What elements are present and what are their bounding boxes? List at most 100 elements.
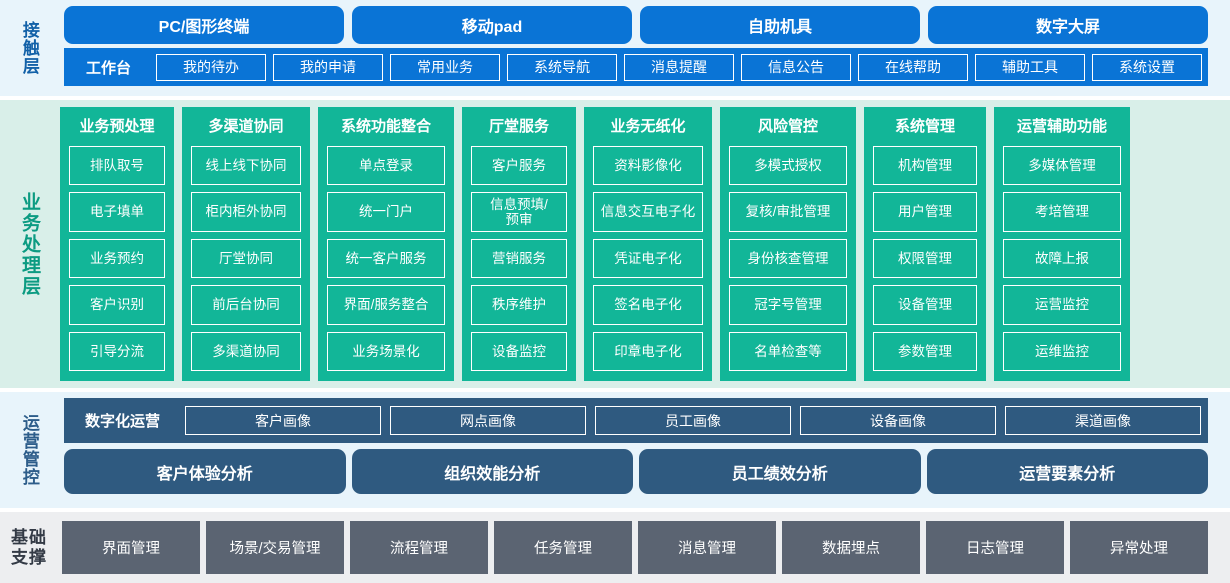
workbench-bar: 工作台 我的待办 我的申请 常用业务 系统导航 消息提醒 信息公告 在线帮助 辅… bbox=[64, 48, 1208, 86]
portrait-item-branch[interactable]: 网点画像 bbox=[390, 406, 587, 435]
biz-column-title: 厅堂服务 bbox=[488, 118, 549, 135]
biz-column-title: 系统功能整合 bbox=[340, 118, 431, 135]
channel-box-pc[interactable]: PC/图形终端 bbox=[64, 6, 344, 44]
workbench-item-announcement[interactable]: 信息公告 bbox=[741, 53, 852, 81]
layer-business-label: 业务处理层 bbox=[18, 191, 40, 297]
workbench-title: 工作台 bbox=[86, 59, 132, 77]
biz-item-fault-reporting[interactable]: 故障上报 bbox=[1003, 238, 1121, 279]
analysis-item-operation-factors[interactable]: 运营要素分析 bbox=[926, 449, 1208, 494]
foundation-item-scenario-transaction-mgmt[interactable]: 场景/交易管理 bbox=[206, 521, 344, 574]
biz-column-business-preprocessing: 业务预处理 排队取号 电子填单 业务预约 客户识别 引导分流 bbox=[60, 107, 174, 381]
biz-column-operation-support: 运营辅助功能 多媒体管理 考培管理 故障上报 运营监控 运维监控 bbox=[994, 107, 1130, 381]
layer-foundation-body: 界面管理 场景/交易管理 流程管理 任务管理 消息管理 数据埋点 日志管理 异常… bbox=[58, 512, 1230, 583]
biz-item-marketing-service[interactable]: 营销服务 bbox=[471, 238, 567, 279]
biz-item-organization-mgmt[interactable]: 机构管理 bbox=[873, 146, 977, 186]
biz-column-hall-service: 厅堂服务 客户服务 信息预填/ 预审 营销服务 秩序维护 设备监控 bbox=[462, 107, 576, 381]
foundation-item-exception-handling[interactable]: 异常处理 bbox=[1070, 521, 1208, 574]
biz-item-signature-electronic[interactable]: 签名电子化 bbox=[593, 285, 703, 325]
biz-column-title: 业务无纸化 bbox=[610, 118, 686, 135]
biz-item-hall-collab[interactable]: 厅堂协同 bbox=[191, 238, 301, 279]
analysis-item-organizational-efficiency[interactable]: 组织效能分析 bbox=[351, 449, 633, 494]
foundation-item-process-mgmt[interactable]: 流程管理 bbox=[350, 521, 488, 574]
biz-column-title: 业务预处理 bbox=[79, 118, 155, 135]
layer-ops-body: 数字化运营 客户画像 网点画像 员工画像 设备画像 渠道画像 客户体验分析 组织… bbox=[58, 392, 1230, 508]
biz-item-multimedia-mgmt[interactable]: 多媒体管理 bbox=[1003, 146, 1121, 186]
layer-ops-label: 运营管控 bbox=[19, 414, 39, 486]
foundation-item-task-mgmt[interactable]: 任务管理 bbox=[494, 521, 632, 574]
biz-item-multichannel-collab[interactable]: 多渠道协同 bbox=[191, 331, 301, 372]
biz-item-document-imaging[interactable]: 资料影像化 bbox=[593, 146, 703, 186]
analysis-item-employee-performance[interactable]: 员工绩效分析 bbox=[639, 449, 921, 494]
biz-item-business-scenarios[interactable]: 业务场景化 bbox=[327, 331, 445, 372]
foundation-item-message-mgmt[interactable]: 消息管理 bbox=[638, 521, 776, 574]
biz-item-seal-electronic[interactable]: 印章电子化 bbox=[593, 331, 703, 372]
workbench-item-message-reminder[interactable]: 消息提醒 bbox=[624, 53, 735, 81]
biz-item-customer-identification[interactable]: 客户识别 bbox=[69, 285, 165, 325]
portrait-item-employee[interactable]: 员工画像 bbox=[595, 406, 792, 435]
biz-item-appointment[interactable]: 业务预约 bbox=[69, 238, 165, 279]
biz-item-single-sign-on[interactable]: 单点登录 bbox=[327, 146, 445, 186]
biz-column-paperless-business: 业务无纸化 资料影像化 信息交互电子化 凭证电子化 签名电子化 印章电子化 bbox=[584, 107, 712, 381]
layer-contact-body: PC/图形终端 移动pad 自助机具 数字大屏 工作台 我的待办 我的申请 常用… bbox=[58, 0, 1230, 96]
channel-box-mobile-pad[interactable]: 移动pad bbox=[352, 6, 632, 44]
workbench-item-system-navigation[interactable]: 系统导航 bbox=[507, 53, 618, 81]
channel-row: PC/图形终端 移动pad 自助机具 数字大屏 bbox=[64, 6, 1208, 44]
layer-foundation-label: 基础 支撑 bbox=[11, 527, 47, 567]
biz-item-training-exam-mgmt[interactable]: 考培管理 bbox=[1003, 192, 1121, 232]
digital-operation-title: 数字化运营 bbox=[85, 413, 161, 430]
foundation-item-ui-mgmt[interactable]: 界面管理 bbox=[62, 521, 200, 574]
biz-item-device-mgmt[interactable]: 设备管理 bbox=[873, 285, 977, 325]
channel-box-self-service[interactable]: 自助机具 bbox=[640, 6, 920, 44]
biz-column-system-function-integration: 系统功能整合 单点登录 统一门户 统一客户服务 界面/服务整合 业务场景化 bbox=[318, 107, 454, 381]
biz-column-title: 风险管控 bbox=[757, 118, 818, 135]
layer-business: 业务处理层 业务预处理 排队取号 电子填单 业务预约 客户识别 引导分流 多渠道… bbox=[0, 100, 1230, 388]
channel-box-digital-screen[interactable]: 数字大屏 bbox=[928, 6, 1208, 44]
biz-item-operation-monitoring[interactable]: 运营监控 bbox=[1003, 285, 1121, 325]
portrait-item-channel[interactable]: 渠道画像 bbox=[1005, 406, 1202, 435]
biz-item-multimode-authorization[interactable]: 多模式授权 bbox=[729, 146, 847, 186]
workbench-item-online-help[interactable]: 在线帮助 bbox=[858, 53, 969, 81]
biz-item-user-mgmt[interactable]: 用户管理 bbox=[873, 192, 977, 232]
analysis-row: 客户体验分析 组织效能分析 员工绩效分析 运营要素分析 bbox=[64, 449, 1208, 494]
biz-item-watchlist-check[interactable]: 名单检查等 bbox=[729, 331, 847, 372]
workbench-item-common-business[interactable]: 常用业务 bbox=[390, 53, 501, 81]
layer-contact: 接触层 PC/图形终端 移动pad 自助机具 数字大屏 工作台 我的待办 我的申… bbox=[0, 0, 1230, 96]
biz-item-device-monitoring[interactable]: 设备监控 bbox=[471, 331, 567, 372]
layer-foundation: 基础 支撑 界面管理 场景/交易管理 流程管理 任务管理 消息管理 数据埋点 日… bbox=[0, 512, 1230, 583]
biz-item-parameter-mgmt[interactable]: 参数管理 bbox=[873, 331, 977, 372]
biz-column-title: 系统管理 bbox=[894, 118, 955, 135]
biz-item-guidance-diversion[interactable]: 引导分流 bbox=[69, 331, 165, 372]
biz-item-serial-number-mgmt[interactable]: 冠字号管理 bbox=[729, 285, 847, 325]
biz-item-order-maintenance[interactable]: 秩序维护 bbox=[471, 285, 567, 325]
biz-column-system-management: 系统管理 机构管理 用户管理 权限管理 设备管理 参数管理 bbox=[864, 107, 986, 381]
biz-item-unified-customer-service[interactable]: 统一客户服务 bbox=[327, 238, 445, 279]
analysis-item-customer-experience[interactable]: 客户体验分析 bbox=[64, 449, 346, 494]
biz-item-info-exchange-electronic[interactable]: 信息交互电子化 bbox=[593, 192, 703, 232]
foundation-item-data-tracking[interactable]: 数据埋点 bbox=[782, 521, 920, 574]
workbench-item-my-todo[interactable]: 我的待办 bbox=[156, 53, 267, 81]
biz-item-front-back-collab[interactable]: 前后台协同 bbox=[191, 285, 301, 325]
biz-item-unified-portal[interactable]: 统一门户 bbox=[327, 192, 445, 232]
biz-item-info-prefill-prereview[interactable]: 信息预填/ 预审 bbox=[471, 192, 567, 232]
biz-item-voucher-electronic[interactable]: 凭证电子化 bbox=[593, 238, 703, 279]
workbench-item-system-settings[interactable]: 系统设置 bbox=[1092, 53, 1203, 81]
biz-item-identity-verification-mgmt[interactable]: 身份核查管理 bbox=[729, 238, 847, 279]
workbench-item-aux-tools[interactable]: 辅助工具 bbox=[975, 53, 1086, 81]
portrait-item-customer[interactable]: 客户画像 bbox=[185, 406, 382, 435]
biz-item-counter-inout-collab[interactable]: 柜内柜外协同 bbox=[191, 192, 301, 232]
biz-item-ui-service-integration[interactable]: 界面/服务整合 bbox=[327, 285, 445, 325]
biz-item-maintenance-monitoring[interactable]: 运维监控 bbox=[1003, 331, 1121, 372]
biz-item-online-offline-collab[interactable]: 线上线下协同 bbox=[191, 146, 301, 186]
layer-contact-label: 接触层 bbox=[19, 21, 39, 75]
biz-column-multichannel-collaboration: 多渠道协同 线上线下协同 柜内柜外协同 厅堂协同 前后台协同 多渠道协同 bbox=[182, 107, 310, 381]
biz-item-queue-ticket[interactable]: 排队取号 bbox=[69, 146, 165, 186]
biz-column-title: 运营辅助功能 bbox=[1016, 118, 1107, 135]
foundation-item-log-mgmt[interactable]: 日志管理 bbox=[926, 521, 1064, 574]
portrait-item-device[interactable]: 设备画像 bbox=[800, 406, 997, 435]
biz-item-customer-service[interactable]: 客户服务 bbox=[471, 146, 567, 186]
workbench-item-my-application[interactable]: 我的申请 bbox=[273, 53, 384, 81]
biz-item-e-form[interactable]: 电子填单 bbox=[69, 192, 165, 232]
biz-item-review-approval-mgmt[interactable]: 复核/审批管理 bbox=[729, 192, 847, 232]
biz-item-permission-mgmt[interactable]: 权限管理 bbox=[873, 238, 977, 279]
